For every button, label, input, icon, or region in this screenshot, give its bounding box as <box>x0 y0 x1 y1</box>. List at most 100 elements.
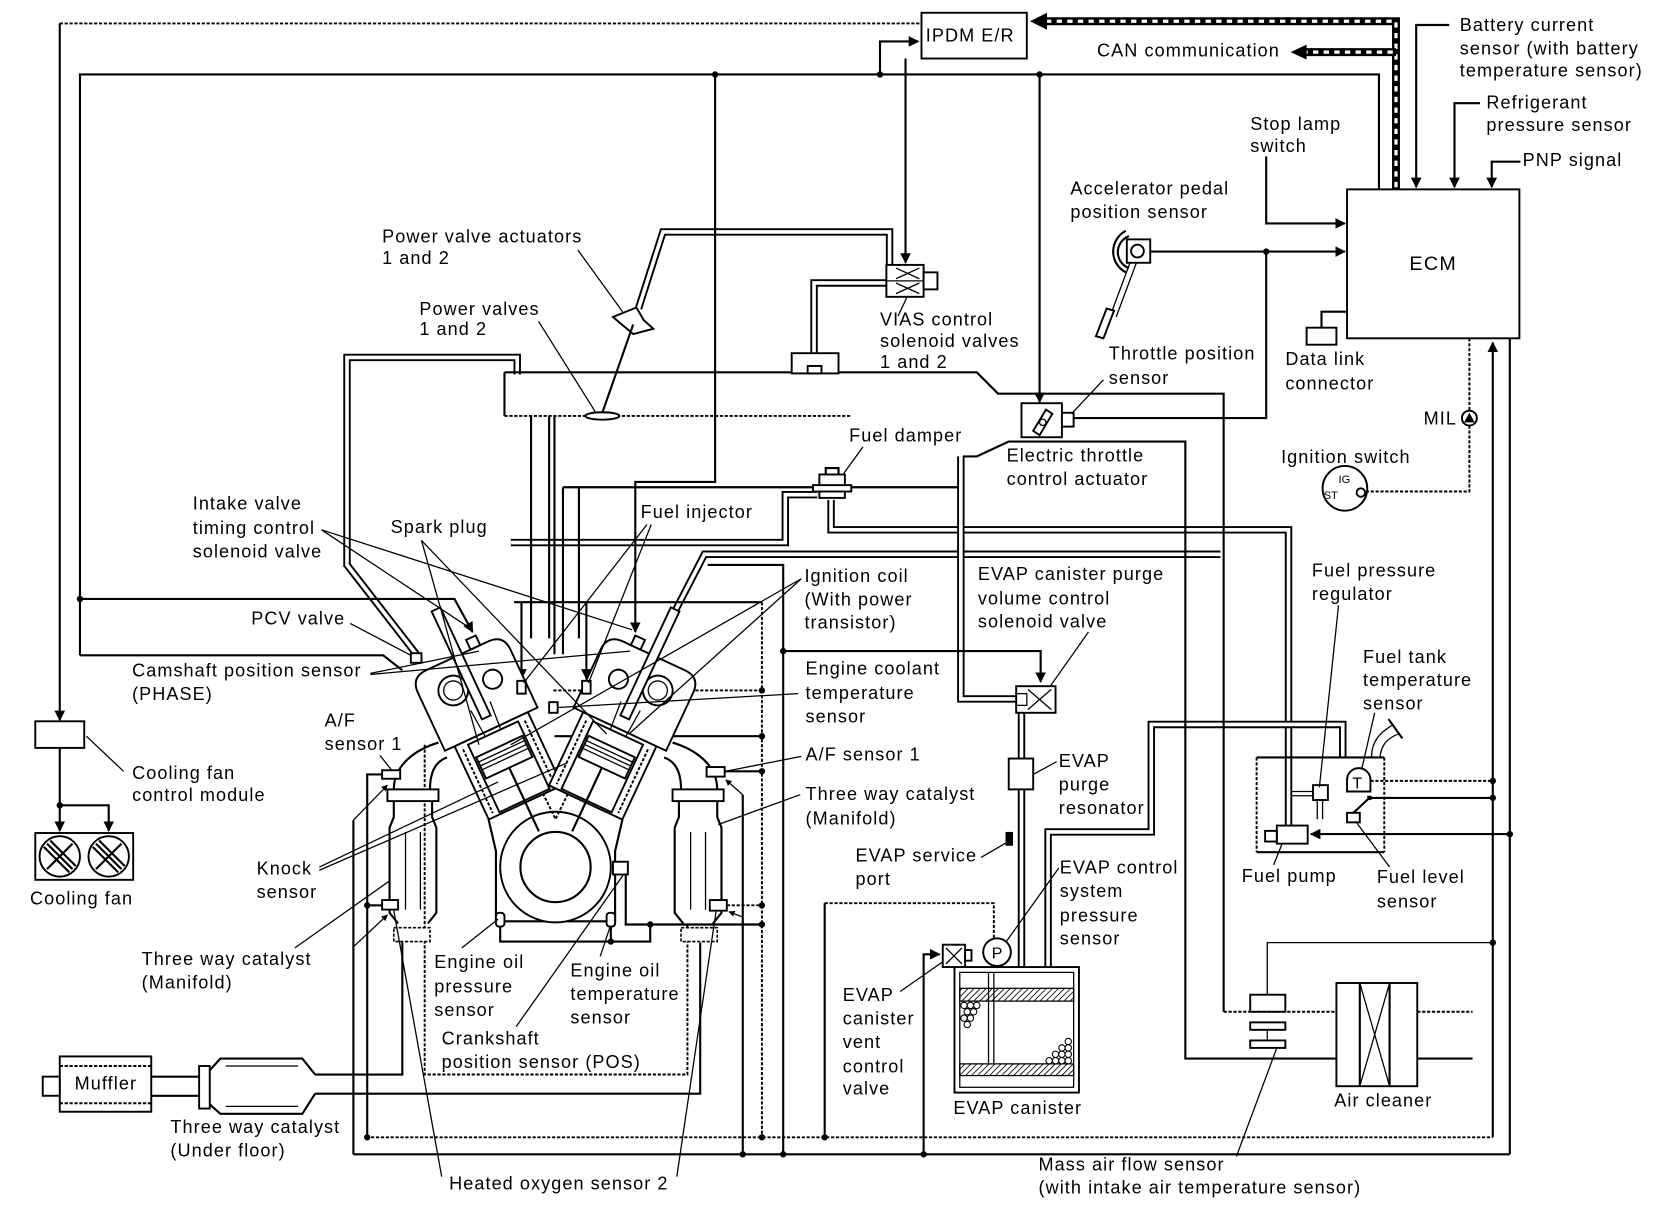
label-intake-valve-timing-control-solenoid-valve: Intake valve timing control solenoid val… <box>193 494 322 562</box>
wire-junction <box>647 921 654 928</box>
label-line: sensor 1 <box>325 734 403 754</box>
fan-blades <box>91 839 126 874</box>
wiring <box>54 12 1521 1158</box>
canister-inner <box>959 971 1075 1088</box>
fuel-damper <box>812 467 853 499</box>
ipdm-er-box <box>920 11 1028 60</box>
label-line: position sensor <box>1070 202 1208 222</box>
temperature-sensor-glyph: T <box>1352 775 1362 792</box>
label-line: temperature <box>1363 670 1472 690</box>
air-cleaner-element <box>1358 983 1391 1087</box>
catalyst-inner <box>404 831 422 910</box>
leader-power-valve-actuators <box>577 249 624 313</box>
label-mil: MIL <box>1424 408 1457 428</box>
label-line: A/F sensor 1 <box>806 745 921 765</box>
wire-oil-sensors <box>499 924 652 943</box>
label-air-cleaner: Air cleaner <box>1334 1090 1432 1110</box>
maf-element-upper <box>1249 1021 1287 1031</box>
label-line: Engine coolant <box>806 658 941 678</box>
catalyst-outlet-band <box>393 926 431 943</box>
purge-solenoid-plunger <box>1015 693 1028 706</box>
leader-lines <box>85 249 1391 1177</box>
label-line: sensor <box>434 1000 495 1020</box>
can-line-dash <box>1044 19 1398 188</box>
leader-purge-solenoid <box>1049 631 1090 687</box>
label-line: control <box>843 1056 905 1076</box>
heated-oxygen-sensor-2-left <box>381 899 400 911</box>
hose-fuel-rail <box>510 490 818 547</box>
wire-junction <box>876 71 884 78</box>
pedal-sensor-shaft <box>1130 243 1145 259</box>
ecm-box <box>1346 188 1521 340</box>
muffler-inner-lines <box>59 1065 152 1105</box>
label-line: Engine oil <box>434 952 524 972</box>
label-line: Fuel pump <box>1242 866 1337 886</box>
leader-intake-valve-timing <box>321 529 633 631</box>
charcoal-granule <box>1064 1044 1073 1052</box>
maf-element-lower <box>1249 1039 1287 1049</box>
wire-evap-outline-top <box>824 902 995 939</box>
wire-pnp-signal <box>1486 160 1521 189</box>
wire-junction <box>56 802 63 809</box>
leader-cooling-fan-module <box>85 735 125 772</box>
piston-rings <box>582 739 633 771</box>
label-line: EVAP canister <box>953 1098 1082 1118</box>
hose-outline <box>634 228 894 310</box>
vent-valve-coils <box>945 947 963 965</box>
label-line: Three way catalyst <box>142 949 312 969</box>
label-line: port <box>856 869 891 889</box>
af-sensor-1-right <box>705 766 726 778</box>
label-line: pressure sensor <box>1486 115 1632 135</box>
air-cleaner <box>1335 982 1419 1088</box>
fuel-filler-neck <box>1370 725 1399 758</box>
wire-vent-valve <box>922 948 941 1155</box>
label-engine-coolant-temperature-sensor: Engine coolant temperature sensor <box>806 658 947 726</box>
catalyst-under-floor-body <box>208 1057 316 1115</box>
label-line: Fuel level <box>1377 867 1465 887</box>
vias-solenoid-plunger <box>922 271 939 291</box>
label-line: sensor <box>806 706 867 726</box>
leader-fuel-damper <box>843 446 864 474</box>
can-arrowhead <box>1290 44 1307 60</box>
hose-core <box>812 281 887 354</box>
power-valve-actuator-diaphragm <box>611 306 656 336</box>
ignition-switch-contact <box>1355 487 1367 498</box>
catalyst-under-floor-inner <box>225 1065 299 1108</box>
label-evap-control-system-pressure-sensor: EVAP control system pressure sensor <box>1060 857 1185 948</box>
heated-oxygen-sensor-2-right <box>708 899 728 912</box>
label-line: Spark plug <box>391 517 488 537</box>
label-line: Ignition coil <box>804 566 908 586</box>
ignition-switch-icon <box>1321 465 1369 512</box>
label-line: MIL <box>1424 408 1457 428</box>
charcoal-granule <box>1051 1056 1060 1065</box>
af-sensor-1-left <box>381 769 402 780</box>
label-evap-canister-vent-control-valve: EVAP canister vent control valve <box>843 985 921 1099</box>
label-line: (with intake air temperature sensor) <box>1039 1178 1362 1198</box>
left-cylinder-bank <box>414 606 564 832</box>
right-cylinder-bank <box>547 606 697 832</box>
throttle-position-sensor <box>1060 411 1075 428</box>
ignition-coil <box>619 606 681 721</box>
label-line: solenoid valves <box>880 331 1020 351</box>
engine-oil-pressure-sensor <box>494 911 506 928</box>
label-three-way-catalyst-under-floor: Three way catalyst (Under floor) <box>170 1117 346 1160</box>
label-line: Stop lamp <box>1250 114 1341 134</box>
canister-divider <box>987 972 995 1064</box>
label-fuel-pump: Fuel pump <box>1242 866 1337 886</box>
wire-cooling-fan-2 <box>59 804 115 832</box>
fan-blades <box>43 839 77 874</box>
crankshaft-position-sensor <box>612 860 629 876</box>
leader-fuel-tank-temperature <box>1361 712 1376 769</box>
leader-engine-coolant-temperature <box>557 693 799 709</box>
label-line: Muffler <box>75 1073 137 1093</box>
label-line: Mass air flow sensor <box>1039 1154 1225 1174</box>
pedal-arm <box>1109 262 1137 318</box>
label-line: sensor <box>1060 929 1121 949</box>
leader-ignition-coil <box>510 578 802 746</box>
charcoal-granule <box>1058 1050 1066 1059</box>
wire-junction <box>364 1134 371 1141</box>
charcoal-granule <box>1064 1037 1073 1046</box>
wire-junction <box>758 902 766 909</box>
intake-valve-timing-solenoid <box>464 634 482 651</box>
wire-junction <box>1489 939 1496 946</box>
